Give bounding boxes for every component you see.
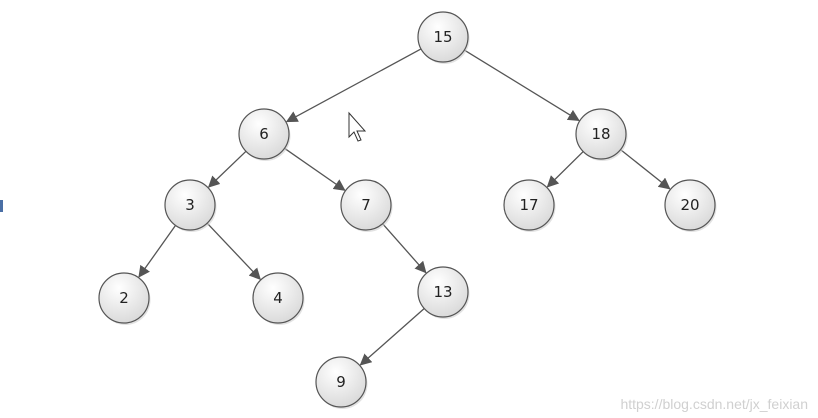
tree-node-6: 6	[238, 108, 291, 161]
edge-7-13	[382, 223, 427, 274]
tree-node-2: 2	[98, 272, 151, 325]
node-label: 6	[259, 125, 269, 143]
tree-node-18: 18	[575, 108, 628, 161]
edge-18-20	[620, 149, 671, 190]
node-circle	[315, 356, 367, 408]
node-circle	[664, 179, 716, 231]
mouse-cursor-icon	[348, 111, 367, 142]
node-circle	[164, 179, 216, 231]
node-label: 15	[433, 28, 452, 46]
tree-node-13: 13	[417, 266, 470, 319]
tree-node-3: 3	[164, 179, 217, 232]
node-label: 18	[591, 125, 610, 143]
node-circle	[417, 11, 469, 63]
node-label: 3	[185, 196, 195, 214]
edges-layer	[138, 48, 671, 366]
node-label: 17	[519, 196, 538, 214]
edge-3-2	[138, 225, 177, 278]
tree-node-20: 20	[664, 179, 717, 232]
edge-18-17	[546, 151, 584, 188]
tree-node-17: 17	[503, 179, 556, 232]
node-circle	[252, 272, 304, 324]
node-label: 9	[336, 373, 346, 391]
edge-6-7	[284, 147, 346, 191]
tree-node-7: 7	[340, 179, 393, 232]
node-circle	[575, 108, 627, 160]
node-label: 7	[361, 196, 371, 214]
edge-3-4	[206, 222, 261, 280]
tree-node-4: 4	[252, 272, 305, 325]
edge-15-6	[285, 48, 422, 123]
node-label: 4	[273, 289, 283, 307]
node-circle	[98, 272, 150, 324]
left-edge-mark	[0, 200, 3, 212]
tree-node-15: 15	[417, 11, 470, 64]
nodes-layer: 15 6 18 3 7 17 20 2 4 13 9	[98, 11, 717, 409]
edge-15-18	[463, 49, 580, 122]
node-label: 2	[119, 289, 129, 307]
tree-node-9: 9	[315, 356, 368, 409]
node-circle	[417, 266, 469, 318]
node-label: 20	[680, 196, 699, 214]
edge-6-3	[207, 150, 247, 188]
node-circle	[503, 179, 555, 231]
edge-13-9	[359, 308, 425, 366]
node-circle	[238, 108, 290, 160]
node-label: 13	[433, 283, 452, 301]
node-circle	[340, 179, 392, 231]
watermark: https://blog.csdn.net/jx_feixian	[620, 396, 808, 412]
